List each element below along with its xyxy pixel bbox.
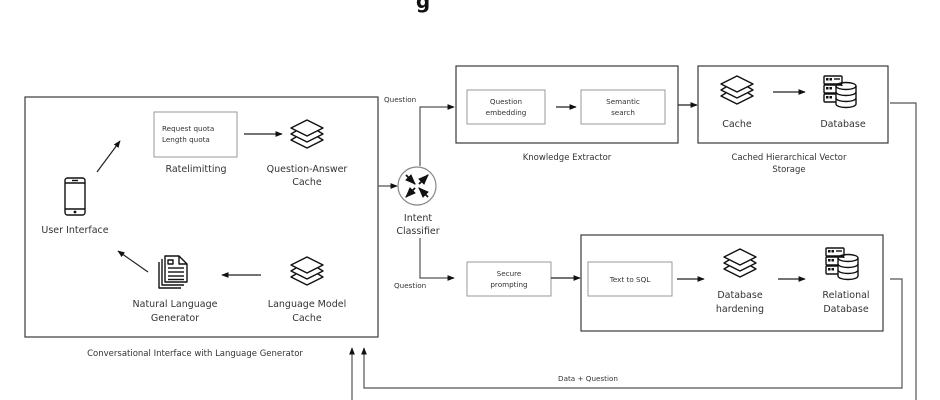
vector-cache-label: Cache (722, 119, 752, 130)
arrow-classifier-to-secure-prompting (419, 238, 455, 281)
semantic-search-box (580, 89, 666, 125)
question-edge-label-top: Question (384, 95, 416, 104)
vector-storage-caption-line1: Cached Hierarchical Vector (732, 153, 847, 163)
data-question-edge-label: Data + Question (558, 374, 618, 383)
user-interface-label: User Interface (41, 225, 108, 236)
question-embedding-box (466, 89, 546, 125)
arrow-classifier-to-knowledge-extractor (419, 104, 455, 166)
length-quota-label: Length quota (162, 135, 210, 144)
db-hardening-line2: hardening (716, 304, 764, 315)
semantic-search-line1: Semantic (606, 97, 640, 106)
vector-database-label: Database (820, 119, 865, 130)
question-embedding-line1: Question (490, 97, 522, 106)
conversational-interface-caption: Conversational Interface with Language G… (87, 349, 303, 359)
lm-cache-label-line1: Language Model (268, 299, 346, 310)
qa-cache-label-line2: Cache (292, 177, 322, 188)
ratelimitting-label: Ratelimitting (165, 164, 226, 175)
qa-cache-label-line1: Question-Answer (267, 164, 348, 175)
question-embedding-line2: embedding (486, 108, 527, 117)
phone-icon (64, 177, 86, 216)
semantic-search-line2: search (611, 108, 635, 117)
request-quota-label: Request quota (162, 124, 214, 133)
return-line-vector-storage (890, 102, 917, 400)
nl-generator-label-line1: Natural Language (133, 299, 218, 310)
nl-generator-label-line2: Generator (151, 313, 199, 324)
vector-storage-caption-line2: Storage (772, 165, 805, 175)
intent-classifier-label-line2: Classifier (396, 226, 439, 237)
ratelimit-box (153, 111, 238, 158)
text-to-sql-box (587, 261, 673, 297)
arrow-return-to-conversational-b (361, 278, 903, 389)
vector-storage-frame (697, 65, 889, 144)
secure-prompting-box (466, 261, 552, 297)
document-icon (158, 255, 188, 289)
diagram-title-fragment: g (416, 0, 430, 13)
knowledge-extractor-caption: Knowledge Extractor (523, 153, 612, 163)
db-hardening-line1: Database (717, 290, 762, 301)
secure-prompting-line2: prompting (490, 280, 527, 289)
relational-db-line1: Relational (822, 290, 869, 301)
intent-classifier-label-line1: Intent (404, 213, 432, 224)
intent-classifier-icon (397, 166, 437, 206)
arrow-ui-to-ratelimit (96, 140, 121, 173)
relational-db-line2: Database (823, 304, 868, 315)
secure-prompting-line1: Secure (497, 269, 522, 278)
text-to-sql-label: Text to SQL (609, 275, 651, 284)
arrow-nlg-to-ui (117, 250, 149, 273)
lm-cache-label-line2: Cache (292, 313, 322, 324)
question-edge-label-bottom: Question (394, 281, 426, 290)
